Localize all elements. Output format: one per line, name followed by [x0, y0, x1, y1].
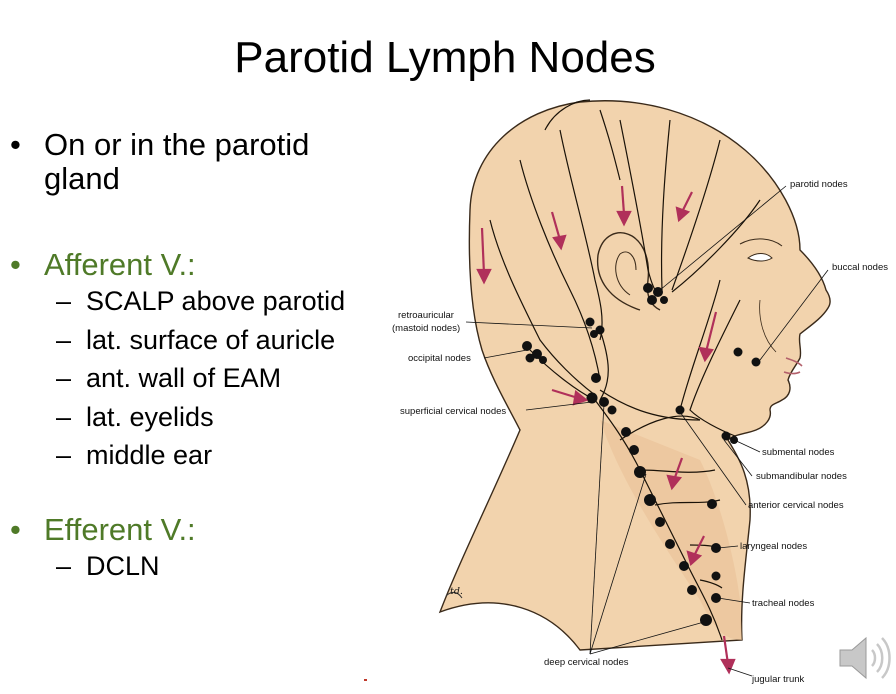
- head-silhouette: [438, 100, 831, 651]
- artist-signature-stroke: [445, 591, 463, 599]
- bullet-dot: •: [10, 127, 21, 162]
- afferent-item-text: lat. surface of auricle: [86, 324, 336, 355]
- bullet-dot: •: [10, 247, 21, 282]
- artist-signature: td.: [450, 586, 463, 597]
- bullet-efferent: • Efferent V.:: [10, 511, 390, 547]
- afferent-item: –ant. wall of EAM: [56, 363, 282, 393]
- afferent-item: –lat. eyelids: [56, 401, 214, 432]
- label-occipital-nodes: occipital nodes: [408, 353, 471, 364]
- label-laryngeal-nodes: laryngeal nodes: [740, 541, 808, 552]
- decorative-dot: [364, 679, 367, 681]
- efferent-heading: Efferent V.:: [44, 511, 196, 547]
- eye: [747, 253, 773, 262]
- label-jugular-trunk: jugular trunk: [752, 674, 805, 685]
- slide-title: Parotid Lymph Nodes: [234, 33, 656, 82]
- afferent-item-text: middle ear: [86, 440, 213, 470]
- efferent-item-text: DCLN: [86, 550, 160, 581]
- leader-lines: [465, 185, 829, 677]
- afferent-item-text: SCALP above parotid: [86, 286, 346, 316]
- afferent-item-text: lat. eyelids: [86, 401, 214, 432]
- label-retroauricular: retroauricular: [398, 310, 454, 321]
- lymph-node-illustration: [438, 99, 831, 677]
- bullet-afferent: • Afferent V.:: [10, 248, 390, 282]
- label-mastoid-nodes: (mastoid nodes): [392, 323, 461, 334]
- label-buccal-nodes: buccal nodes: [832, 262, 888, 273]
- nasolabial: [759, 299, 777, 353]
- lips: [783, 357, 803, 375]
- bullet-list: • On or in the parotid gland • Afferent …: [10, 128, 390, 585]
- lymph-nodes: [522, 283, 761, 626]
- speaker-icon[interactable]: [836, 628, 896, 688]
- afferent-heading: Afferent V.:: [44, 247, 196, 282]
- afferent-item: –lat. surface of auricle: [56, 324, 336, 355]
- label-submandibular-nodes: submandibular nodes: [756, 471, 847, 482]
- label-tracheal-nodes: tracheal nodes: [752, 598, 815, 609]
- bullet-location-text: On or in the parotid gland: [44, 127, 310, 196]
- label-deep-cervical-nodes: deep cervical nodes: [544, 657, 629, 668]
- label-parotid-nodes: parotid nodes: [790, 179, 848, 190]
- bullet-dot: •: [10, 511, 21, 547]
- bullet-location: • On or in the parotid gland: [10, 128, 390, 196]
- label-superficial-cervical-nodes: superficial cervical nodes: [400, 406, 507, 417]
- afferent-item: –SCALP above parotid: [56, 286, 346, 316]
- ear-inner: [615, 251, 637, 296]
- flow-arrows: [476, 185, 736, 675]
- brow: [739, 238, 783, 247]
- label-submental-nodes: submental nodes: [762, 447, 835, 458]
- efferent-item: –DCLN: [56, 550, 160, 581]
- afferent-item: –middle ear: [56, 440, 213, 470]
- afferent-item-text: ant. wall of EAM: [86, 363, 282, 393]
- label-anterior-cervical-nodes: anterior cervical nodes: [748, 500, 844, 511]
